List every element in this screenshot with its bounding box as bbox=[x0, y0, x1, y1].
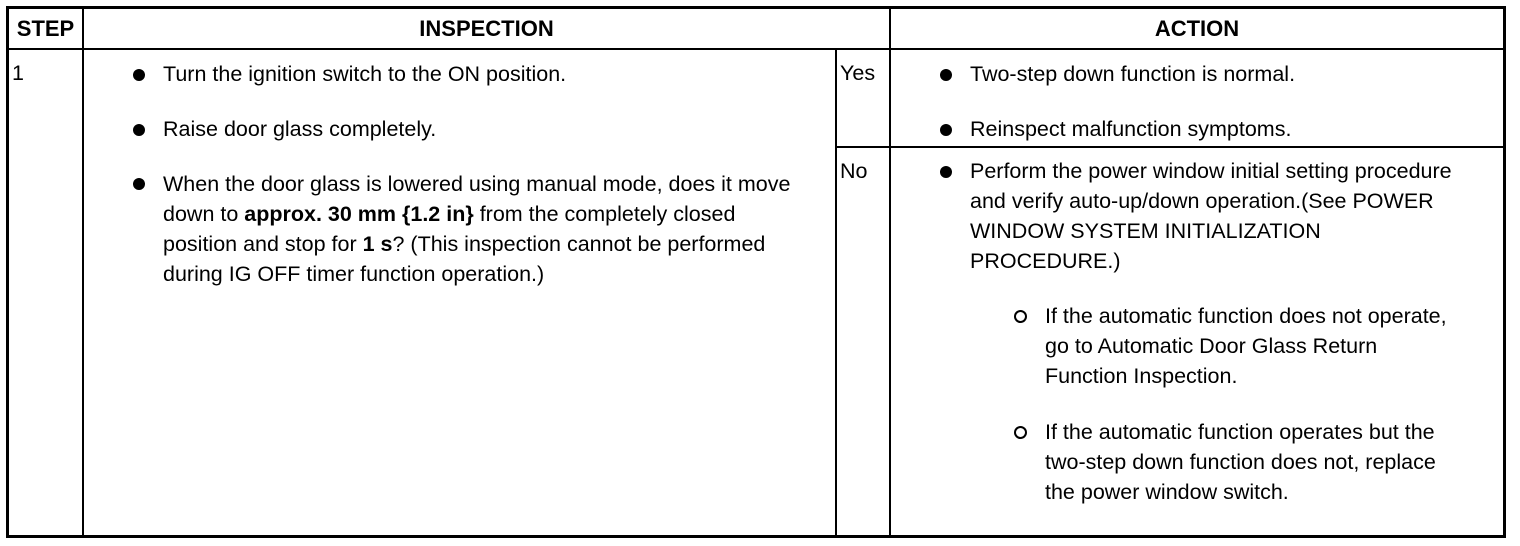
question-text: ? (This inspection cannot be performed d… bbox=[163, 232, 766, 286]
bullet-icon bbox=[940, 69, 952, 81]
header-action: ACTION bbox=[1154, 16, 1240, 41]
step-number: 1 bbox=[12, 61, 24, 85]
header-inspection: INSPECTION bbox=[419, 16, 554, 41]
no-label: No bbox=[840, 159, 868, 183]
inspection-item: Turn the ignition switch to the ON posit… bbox=[163, 62, 567, 86]
bullet-icon bbox=[133, 178, 145, 190]
header-step: STEP bbox=[16, 16, 75, 41]
bullet-icon bbox=[133, 124, 145, 136]
inspection-action-divider bbox=[889, 9, 891, 535]
bullet-icon bbox=[940, 124, 952, 136]
question-emphasis: 1 s bbox=[362, 232, 393, 256]
yes-label: Yes bbox=[840, 61, 876, 85]
question-text: When the door glass is lowered using man… bbox=[163, 172, 791, 226]
inspection-question: When the door glass is lowered using man… bbox=[163, 169, 793, 289]
bullet-icon bbox=[133, 69, 145, 81]
header-divider bbox=[9, 48, 1503, 50]
question-emphasis: approx. 30 mm {1.2 in} bbox=[244, 202, 474, 226]
inspection-item: Raise door glass completely. bbox=[163, 117, 437, 141]
troubleshooting-table: STEP INSPECTION ACTION 1 Turn the igniti… bbox=[6, 6, 1506, 538]
no-action-subitem: If the automatic function does not opera… bbox=[1045, 304, 1447, 388]
question-text: from the completely closed position and … bbox=[163, 202, 736, 256]
yes-action-item: Reinspect malfunction symptoms. bbox=[970, 117, 1292, 141]
sub-bullet-icon bbox=[1014, 310, 1027, 323]
no-action-subitem: If the automatic function operates but t… bbox=[1045, 420, 1436, 504]
yes-no-divider bbox=[835, 50, 837, 535]
no-action-item: Perform the power window initial setting… bbox=[970, 159, 1452, 273]
bullet-icon bbox=[940, 166, 952, 178]
sub-bullet-icon bbox=[1014, 426, 1027, 439]
step-column-divider bbox=[82, 9, 84, 535]
yes-no-row-divider bbox=[835, 146, 1503, 148]
yes-action-item: Two-step down function is normal. bbox=[970, 62, 1296, 86]
